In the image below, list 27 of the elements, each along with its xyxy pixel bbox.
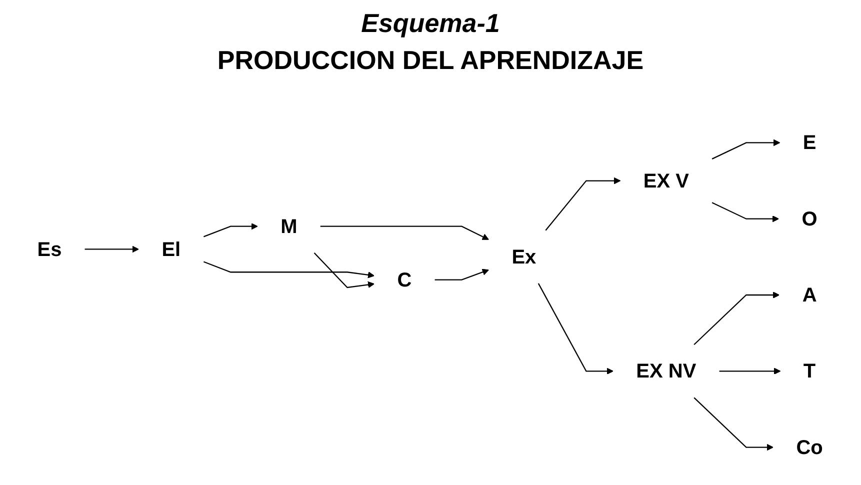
arrow bbox=[435, 268, 490, 280]
node-text: Es bbox=[38, 237, 62, 260]
arrow bbox=[712, 139, 781, 160]
node-text: Ex bbox=[512, 245, 537, 268]
node-text: C bbox=[398, 268, 412, 291]
node-text: El bbox=[162, 237, 182, 260]
arrow bbox=[314, 252, 375, 288]
arrow bbox=[204, 261, 375, 278]
arrow bbox=[712, 202, 780, 222]
arrow bbox=[85, 246, 140, 253]
node-text: EX NV bbox=[636, 359, 697, 382]
node-text: T bbox=[804, 359, 816, 382]
arrow bbox=[204, 222, 258, 238]
node-text: M bbox=[281, 214, 298, 238]
arrow bbox=[694, 397, 774, 451]
node-text: E bbox=[803, 130, 817, 154]
arrow bbox=[694, 292, 780, 346]
node-text: A bbox=[802, 283, 818, 306]
node-text: O bbox=[802, 206, 818, 230]
node-text: EX V bbox=[644, 168, 690, 192]
arrow bbox=[720, 368, 782, 375]
heading: PRODUCCION DEL APRENDIZAJE bbox=[217, 45, 644, 76]
arrow bbox=[320, 226, 490, 240]
arrow bbox=[538, 283, 614, 375]
title: Esquema-1 bbox=[361, 8, 500, 39]
node-text: Co bbox=[796, 435, 824, 458]
arrow bbox=[546, 177, 622, 231]
